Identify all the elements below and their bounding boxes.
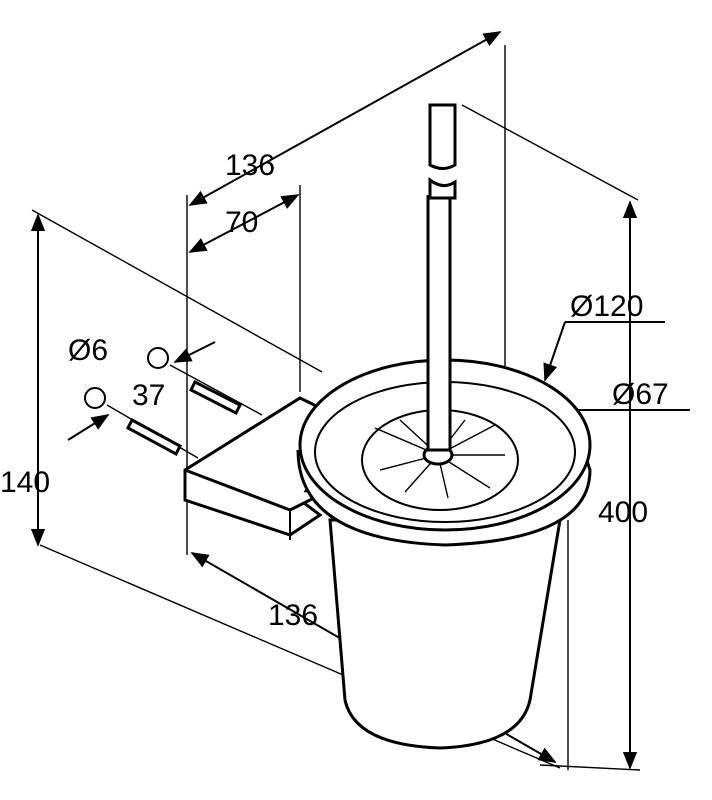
- dim-width-bottom-label: 136: [268, 599, 318, 632]
- dim-plate-height-label: 140: [0, 466, 50, 499]
- dim-depth-top-label: 136: [225, 149, 275, 182]
- toilet-brush: [374, 103, 505, 499]
- dim-brush-head-diameter-label: Ø67: [612, 378, 669, 411]
- dim-screw-diameter-label: Ø6: [68, 334, 108, 367]
- dim-plate-depth-label: 70: [225, 206, 258, 239]
- dim-total-height-label: 400: [598, 496, 648, 529]
- dim-screw-spacing-label: 37: [132, 379, 165, 412]
- dim-bowl-diameter-label: Ø120: [570, 290, 643, 323]
- wall-screws: [84, 347, 263, 459]
